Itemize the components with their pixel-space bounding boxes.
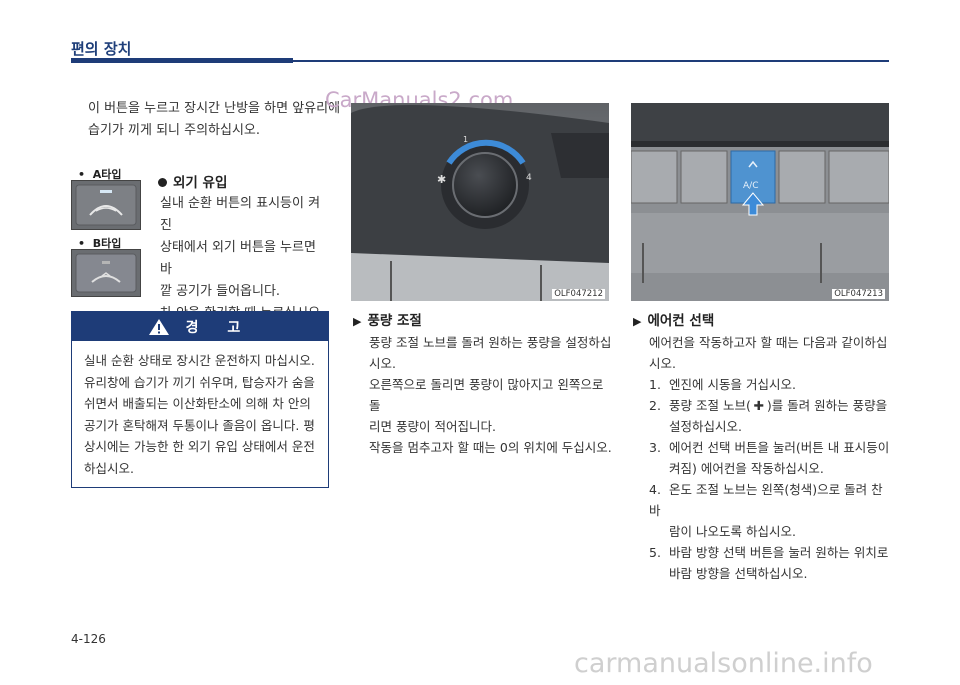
svg-text:✱: ✱ bbox=[437, 173, 446, 186]
type-a-label: • A타입 bbox=[78, 168, 122, 181]
type-b-button-image bbox=[71, 249, 141, 297]
bullet-dot-icon bbox=[158, 178, 167, 187]
knob-level-min: 1 bbox=[463, 135, 469, 144]
fan-heading: ▶풍량 조절 bbox=[353, 313, 422, 329]
type-a-button-image bbox=[71, 180, 141, 230]
ac-photo-caption: OLF047213 bbox=[832, 289, 885, 299]
header-rule-thin bbox=[293, 60, 889, 62]
ac-button-label: A/C bbox=[743, 181, 759, 191]
fan-photo-caption: OLF047212 bbox=[552, 289, 605, 299]
page-number: 4-126 bbox=[71, 632, 106, 646]
warning-triangle-icon bbox=[148, 318, 169, 335]
ac-text: 에어컨을 작동하고자 할 때는 다음과 같이하십시오. 1.엔진에 시동을 거십… bbox=[649, 335, 890, 581]
triangle-right-icon: ▶ bbox=[633, 315, 642, 328]
outside-air-heading: 외기 유입 bbox=[158, 171, 227, 191]
fan-icon: ✚ bbox=[753, 398, 765, 413]
section-title: 편의 장치 bbox=[71, 40, 132, 58]
knob-level-max: 4 bbox=[526, 173, 532, 183]
ac-heading: ▶에어컨 선택 bbox=[633, 313, 715, 329]
triangle-right-icon: ▶ bbox=[353, 315, 362, 328]
intro-paragraph: 이 버튼을 누르고 장시간 난방을 하면 앞유리에 습기가 끼게 되니 주의하십… bbox=[88, 101, 341, 138]
warning-title: 경 고 bbox=[185, 319, 253, 336]
type-b-label: • B타입 bbox=[78, 237, 122, 250]
fan-text: 풍량 조절 노브를 돌려 원하는 풍량을 설정하십 시오. 오른쪽으로 돌리면 … bbox=[369, 335, 612, 455]
ac-button-photo: A/C OLF047213 bbox=[631, 103, 889, 301]
outside-air-text: 실내 순환 버튼의 표시등이 켜진 상태에서 외기 버튼을 누르면 바 깥 공기… bbox=[160, 196, 324, 321]
warning-header: 경 고 bbox=[72, 312, 328, 341]
warning-box: 경 고 실내 순환 상태로 장시간 운전하지 마십시오. 유리창에 습기가 끼기… bbox=[71, 311, 329, 488]
watermark-bottom: carmanualsonline.info bbox=[574, 648, 873, 679]
warning-text: 실내 순환 상태로 장시간 운전하지 마십시오. 유리창에 습기가 끼기 쉬우며… bbox=[84, 353, 315, 476]
header-rule-thick bbox=[71, 58, 293, 63]
fan-knob-photo: ✱ 4 1 OLF047212 bbox=[351, 103, 609, 301]
